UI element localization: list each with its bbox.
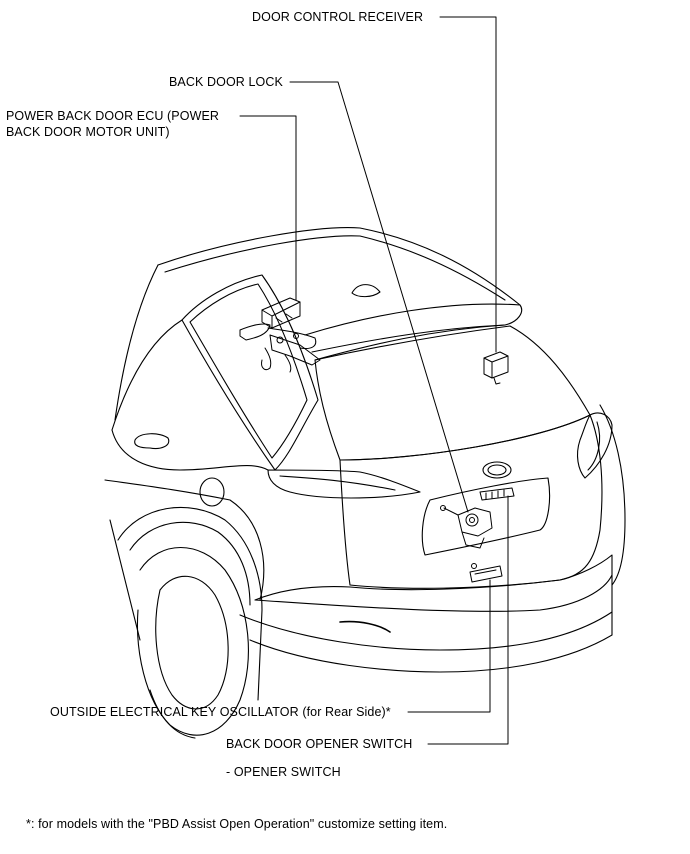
leader-power-back-door-ecu xyxy=(239,115,297,301)
wheel-arch xyxy=(117,506,263,701)
side-window xyxy=(181,274,319,471)
spoiler-inner xyxy=(311,324,506,353)
fuel-cap xyxy=(199,477,225,507)
side-body-line xyxy=(104,479,265,601)
label-power-back-door-ecu-line2: BACK DOOR MOTOR UNIT) xyxy=(6,125,170,139)
back-door-panel xyxy=(339,414,603,589)
roof-line-inner xyxy=(164,235,506,301)
outside-key-oscillator xyxy=(469,563,503,583)
rear-rim xyxy=(155,575,229,710)
side-window-inner xyxy=(189,283,308,459)
label-back-door-opener-switch: BACK DOOR OPENER SWITCH xyxy=(226,737,413,751)
body-shoulder xyxy=(114,264,159,421)
quarter-panel xyxy=(111,429,269,471)
leader-back-door-opener-switch xyxy=(427,495,509,745)
leader-door-control-receiver xyxy=(439,16,497,353)
tail-light-right xyxy=(576,412,613,479)
body-right-edge xyxy=(599,404,626,586)
footnote: *: for models with the "PBD Assist Open … xyxy=(26,817,448,831)
label-door-control-receiver: DOOR CONTROL RECEIVER xyxy=(252,10,424,24)
rear-tire xyxy=(136,547,249,736)
bumper-lower xyxy=(239,611,613,651)
leader-back-door-lock xyxy=(289,81,469,513)
door-handle xyxy=(134,433,170,450)
roof-line xyxy=(157,227,521,306)
rear-spoiler xyxy=(304,303,523,361)
back-door-lock xyxy=(440,505,493,549)
body-side-upper xyxy=(111,319,183,431)
license-plate-recess xyxy=(421,477,551,556)
antenna xyxy=(351,284,381,298)
rear-window xyxy=(314,325,591,461)
wheel-arch-inner xyxy=(129,521,251,606)
label-outside-key-oscillator: OUTSIDE ELECTRICAL KEY OSCILLATOR (for R… xyxy=(50,705,391,719)
tail-light-left-inner xyxy=(279,475,396,491)
label-opener-switch-sub: - OPENER SWITCH xyxy=(226,765,341,779)
label-back-door-lock: BACK DOOR LOCK xyxy=(169,75,283,89)
bumper-bottom xyxy=(249,634,613,673)
tail-light-left xyxy=(267,469,421,499)
side-lower xyxy=(109,519,141,641)
leader-outside-key-oscillator xyxy=(407,579,491,713)
back-door-opener-switch xyxy=(479,487,515,501)
power-back-door-ecu xyxy=(239,297,321,373)
label-power-back-door-ecu-line1: POWER BACK DOOR ECU (POWER xyxy=(6,109,220,123)
rear-bumper xyxy=(254,554,613,612)
door-control-receiver xyxy=(483,351,509,385)
emblem xyxy=(482,461,512,479)
reflector xyxy=(339,620,391,633)
leader-lines xyxy=(239,16,509,745)
